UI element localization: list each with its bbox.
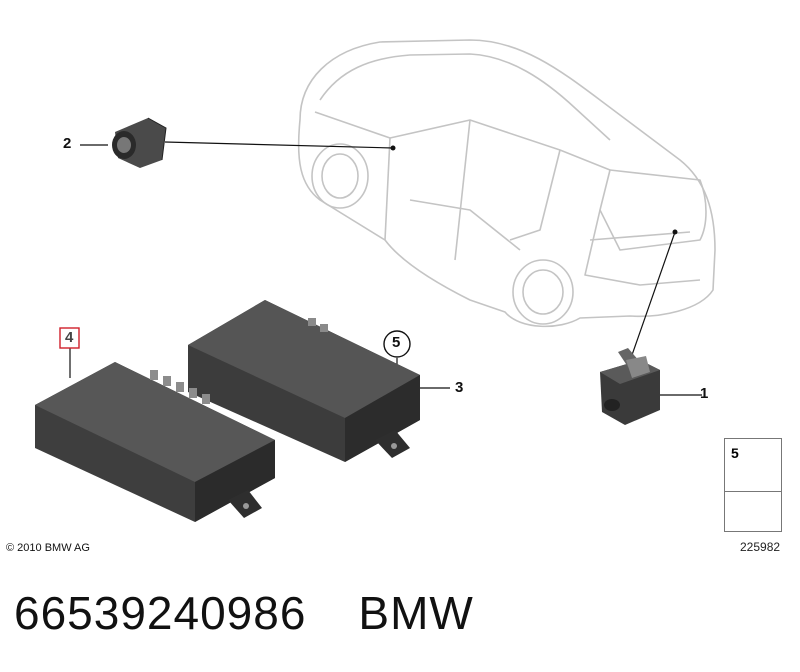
callout-3-label: 3 xyxy=(455,379,464,396)
callout-5-circle xyxy=(383,330,411,358)
control-module-4 xyxy=(35,362,275,522)
copyright-notice: © 2010 BMW AG xyxy=(6,542,90,554)
connection-point-dot xyxy=(672,229,678,235)
callout-4-label: 4 xyxy=(65,329,74,346)
legend-divider xyxy=(725,491,781,492)
callout-5-label: 5 xyxy=(392,334,401,351)
brand-name: BMW xyxy=(358,587,474,639)
legend-box: 5 xyxy=(724,438,782,532)
control-module-3 xyxy=(188,300,420,462)
side-camera xyxy=(112,117,167,168)
callout-4-highlight xyxy=(59,327,80,349)
connection-point-dot xyxy=(390,145,396,151)
legend-item-number: 5 xyxy=(731,445,739,461)
rear-camera xyxy=(600,348,660,425)
vehicle-outline xyxy=(297,39,716,328)
part-footer: 66539240986 BMW xyxy=(14,586,474,640)
diagram-number: 225982 xyxy=(740,540,781,554)
callout-1-label: 1 xyxy=(700,385,709,402)
part-number: 66539240986 xyxy=(14,587,307,639)
callout-2-label: 2 xyxy=(63,135,72,152)
